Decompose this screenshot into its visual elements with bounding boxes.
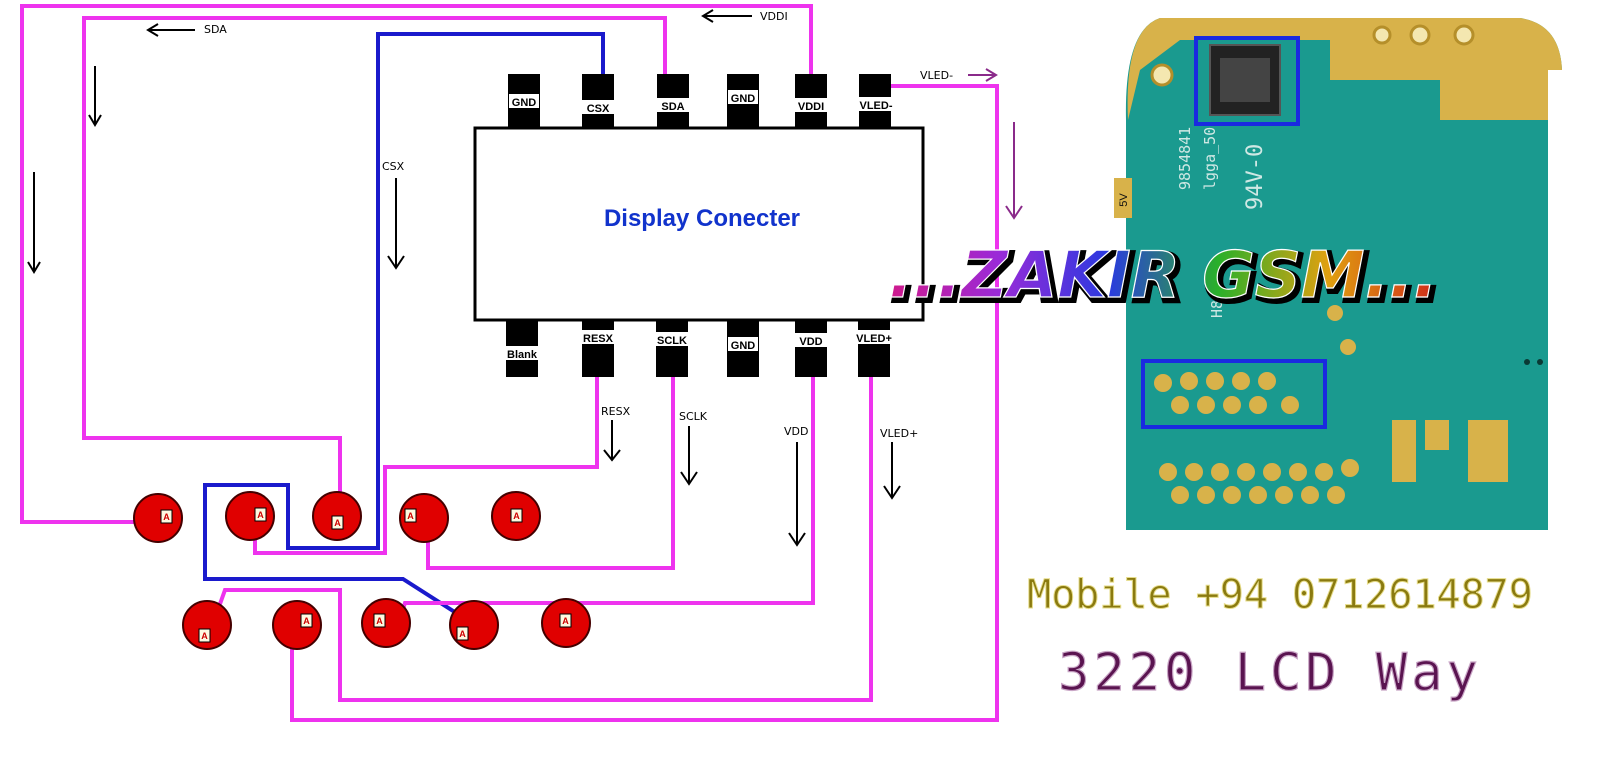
signal-labels: SDA VDDI VLED- CSX RESX SCLK VDD VLED+ xyxy=(204,10,953,440)
label-sda: SDA xyxy=(204,23,227,36)
display-connector: Display Conecter GND CSX SDA GND VDDI VL… xyxy=(473,74,925,377)
label-vddi: VDDI xyxy=(760,10,788,23)
mobile-number: Mobile +94 0712614879 xyxy=(1027,572,1533,618)
pin-label-top-2: CSX xyxy=(587,103,610,115)
label-vled-plus: VLED+ xyxy=(880,427,918,440)
vled-minus-down-arrow-icon xyxy=(1005,122,1023,220)
pad: A xyxy=(272,600,322,650)
pcb-side-text: 5V xyxy=(1118,193,1130,207)
pad-row-bottom: A A A A A xyxy=(182,598,591,650)
label-sclk: SCLK xyxy=(679,410,708,423)
pad: A xyxy=(399,493,449,543)
brand-logo: ...ZAKIR GSM... ...ZAKIR GSM... xyxy=(888,238,1444,319)
pad: A xyxy=(541,598,591,648)
top-pins: GND CSX SDA GND VDDI VLED- xyxy=(508,74,896,128)
pcb-rating: 94V-0 xyxy=(1243,144,1268,210)
csx-arrow-icon xyxy=(387,178,405,270)
pads: A A A A A A A A A A xyxy=(133,491,591,650)
pad: A xyxy=(225,491,275,541)
trace-vddi xyxy=(20,4,813,524)
vddi-arrow-icon xyxy=(701,9,752,23)
trace-resx xyxy=(253,358,599,555)
pin-bottom-6 xyxy=(858,320,890,377)
pin-label-top-6: VLED- xyxy=(860,100,893,112)
label-vled-minus: VLED- xyxy=(920,69,953,82)
pcb-code: H8 xyxy=(1208,300,1226,318)
trace-vled-plus xyxy=(207,363,873,702)
svg-text:A: A xyxy=(163,512,170,522)
traces xyxy=(20,4,999,722)
pad: A xyxy=(491,491,541,541)
trace-csx xyxy=(203,32,605,628)
vdd-arrow-icon xyxy=(788,442,806,547)
pin-bottom-5 xyxy=(795,320,827,377)
pad: A xyxy=(361,598,411,648)
down-arrow-icon xyxy=(27,172,41,274)
pin-bottom-3 xyxy=(656,320,688,377)
svg-text:A: A xyxy=(303,616,310,626)
pcb-board-image: 5V 9854841 lgga_50 94V-0 H8 xyxy=(1114,18,1562,530)
connector-body xyxy=(473,126,925,322)
pad-row-top: A A A A A xyxy=(133,491,541,543)
svg-text:A: A xyxy=(407,511,414,521)
pcb-model: lgga_50 xyxy=(1201,127,1219,190)
pin-label-bottom-5: VDD xyxy=(799,336,822,348)
pad: A xyxy=(449,600,499,650)
pin-label-top-3: SDA xyxy=(661,101,684,113)
trace-vled-minus xyxy=(290,84,999,722)
pad: A xyxy=(133,493,183,543)
svg-text:A: A xyxy=(376,616,383,626)
sclk-arrow-icon xyxy=(680,426,698,486)
down-arrow-icon xyxy=(88,66,102,127)
brand-text: ...ZAKIR GSM... xyxy=(888,239,1437,313)
pin-label-top-1: GND xyxy=(512,97,537,109)
pin-label-bottom-4: GND xyxy=(731,340,756,352)
pin-label-top-5: VDDI xyxy=(798,101,824,113)
bottom-pins: Blank RESX SCLK GND VDD VLED+ xyxy=(502,320,896,377)
sda-arrow-icon xyxy=(146,23,195,37)
svg-text:A: A xyxy=(201,631,208,641)
svg-text:A: A xyxy=(257,510,264,520)
svg-text:A: A xyxy=(334,518,341,528)
pin-label-bottom-3: SCLK xyxy=(657,335,687,347)
pad-highlight-box xyxy=(1141,359,1327,429)
pin-label-top-4: GND xyxy=(731,93,756,105)
connector-title: Display Conecter xyxy=(604,205,800,232)
label-vdd: VDD xyxy=(784,425,808,438)
vled-minus-arrow-icon xyxy=(968,68,998,82)
pin-label-bottom-6: VLED+ xyxy=(856,333,892,345)
label-csx: CSX xyxy=(382,160,405,173)
pad: A xyxy=(312,491,362,541)
pin-label-bottom-2: RESX xyxy=(583,333,614,345)
brand-shadow: ...ZAKIR GSM... xyxy=(891,242,1440,316)
vled-plus-arrow-icon xyxy=(883,442,901,500)
pin-label-bottom-1: Blank xyxy=(507,349,538,361)
caption-text: 3220 LCD Way xyxy=(1058,643,1482,703)
svg-text:A: A xyxy=(513,511,520,521)
svg-text:A: A xyxy=(459,629,466,639)
pad: A xyxy=(182,600,232,650)
resx-arrow-icon xyxy=(603,420,621,462)
pin-bottom-2 xyxy=(582,320,614,377)
svg-text:A: A xyxy=(562,616,569,626)
pcb-part-number: 9854841 xyxy=(1176,127,1194,190)
label-resx: RESX xyxy=(601,405,631,418)
trace-sda xyxy=(82,16,667,507)
connector-highlight-box xyxy=(1194,36,1300,126)
signal-arrows xyxy=(27,9,1023,547)
